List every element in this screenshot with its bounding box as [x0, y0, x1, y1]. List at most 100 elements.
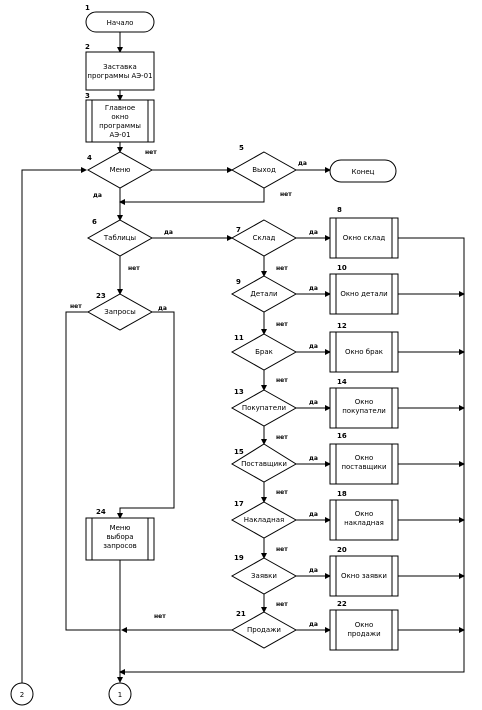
menu-label: Меню: [110, 166, 131, 174]
splash-process: [85, 51, 155, 91]
buyers-window-line-1: Окно: [355, 398, 374, 406]
exit-label: Выход: [252, 166, 276, 174]
edge-loop-2: [21, 167, 87, 684]
start-number: 1: [85, 4, 90, 12]
brak-window-box: [329, 331, 399, 373]
edge-queries-yes: [117, 311, 175, 519]
buyers-no-label: нет: [276, 434, 288, 441]
exit-no-label: нет: [280, 191, 292, 198]
start-terminator: [85, 11, 155, 33]
brak-window-label: Окно брак: [345, 348, 383, 356]
menu-no-label: нет: [145, 149, 157, 156]
suppliers-window-line-1: Окно: [355, 454, 374, 462]
sales-no-label: нет: [154, 613, 166, 620]
exit-yes-label: да: [298, 160, 307, 167]
invoice-window: Окно накладная 18: [329, 490, 399, 541]
orders-window-label: Окно заявки: [341, 572, 387, 580]
splash-number: 2: [85, 43, 90, 51]
connector-2-label: 2: [20, 691, 24, 699]
exit-decision: [230, 151, 298, 189]
buyers-window-line-2: покупатели: [342, 407, 386, 415]
invoice-group: Накладная 17 да нет: [230, 500, 318, 553]
invoice-number: 17: [234, 500, 244, 508]
querymenu-line-1: Меню: [110, 524, 131, 532]
invoice-decision: [230, 501, 298, 539]
queries-label: Запросы: [104, 308, 135, 316]
menu-yes-label: да: [93, 192, 102, 199]
invoice-window-line-1: Окно: [355, 510, 374, 518]
splash-line-1: Заставка: [103, 63, 137, 71]
connector-1-label: 1: [118, 691, 122, 699]
brak-number: 11: [234, 334, 244, 342]
orders-yes-label: да: [309, 567, 318, 574]
details-no-label: нет: [276, 321, 288, 328]
sklad-window-label: Окно склад: [343, 234, 386, 242]
sales-window-line-2: продажи: [347, 630, 380, 638]
invoice-label: Накладная: [244, 516, 284, 524]
sales-window-number: 22: [337, 600, 347, 608]
connector-2: [10, 682, 34, 706]
suppliers-window-box: [329, 443, 399, 485]
edge-return-bus: [119, 237, 465, 675]
brak-decision: [230, 333, 298, 371]
suppliers-decision: [231, 443, 297, 483]
menu-decision: [86, 151, 154, 189]
suppliers-label: Поставщики: [241, 460, 287, 468]
orders-window-number: 20: [337, 546, 347, 554]
querymenu-line-2: выбора: [107, 533, 134, 541]
mainwin-line-2: окно: [111, 113, 128, 121]
menu-number: 4: [87, 154, 92, 162]
details-decision: [230, 275, 298, 313]
details-window-number: 10: [337, 264, 347, 272]
orders-group: Заявки 19 да нет: [230, 554, 318, 608]
sklad-number: 7: [236, 226, 241, 234]
tables-decision: [86, 219, 154, 257]
details-group: Детали 9 да нет: [230, 275, 318, 328]
edge-queries-no: [65, 311, 120, 631]
tables-no-label: нет: [128, 265, 140, 272]
suppliers-window-line-2: поставщики: [341, 463, 386, 471]
brak-no-label: нет: [276, 377, 288, 384]
sales-group: Продажи 21 да нет: [154, 610, 318, 649]
exit-number: 5: [239, 144, 244, 152]
sklad-window: Окно склад 8: [329, 206, 399, 259]
queries-decision: [86, 293, 154, 331]
buyers-yes-label: да: [309, 399, 318, 406]
invoice-window-number: 18: [337, 490, 347, 498]
orders-label: Заявки: [251, 572, 277, 580]
end-label: Конец: [352, 168, 375, 176]
suppliers-window-number: 16: [337, 432, 347, 440]
buyers-decision: [230, 389, 298, 427]
buyers-window-number: 14: [337, 378, 347, 386]
sklad-group: Склад 7 да нет: [230, 219, 318, 272]
end-terminator: [329, 159, 397, 183]
brak-label: Брак: [255, 348, 273, 356]
details-number: 9: [236, 278, 241, 286]
suppliers-window: Окно поставщики 16: [329, 432, 399, 485]
brak-window-number: 12: [337, 322, 347, 330]
details-yes-label: да: [309, 285, 318, 292]
details-label: Детали: [250, 290, 277, 298]
suppliers-yes-label: да: [309, 455, 318, 462]
details-window-label: Окно детали: [340, 290, 387, 298]
queries-yes-label: да: [158, 305, 167, 312]
sales-label: Продажи: [247, 626, 281, 634]
start-label: Начало: [107, 19, 134, 27]
sales-window-box: [329, 609, 399, 651]
sklad-yes-label: да: [309, 229, 318, 236]
sales-number: 21: [236, 610, 246, 618]
buyers-window-box: [329, 387, 399, 429]
querymenu-line-3: запросов: [103, 542, 137, 550]
details-window: Окно детали 10: [329, 264, 399, 315]
orders-window: Окно заявки 20: [329, 546, 399, 597]
tables-label: Таблицы: [103, 234, 136, 242]
connectors: [21, 32, 465, 684]
orders-decision: [230, 557, 298, 595]
querymenu-process: [85, 517, 155, 561]
sales-yes-label: да: [309, 621, 318, 628]
invoice-yes-label: да: [309, 511, 318, 518]
invoice-window-line-2: накладная: [344, 519, 384, 527]
sales-window-line-1: Окно: [355, 621, 374, 629]
querymenu-number: 24: [96, 508, 106, 516]
tables-yes-label: да: [164, 229, 173, 236]
